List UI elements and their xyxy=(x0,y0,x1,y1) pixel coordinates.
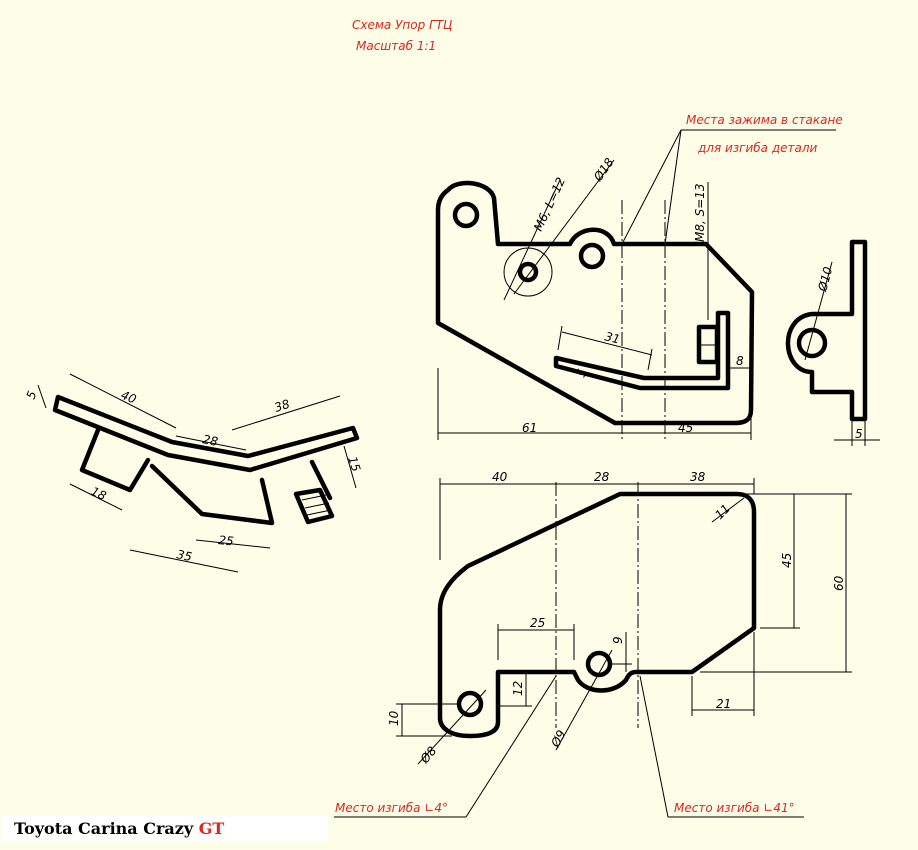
drawing-scale: Масштаб 1:1 xyxy=(356,39,436,53)
bend-note-right: Место изгиба ∟41° xyxy=(674,801,795,815)
top-view-outline xyxy=(435,180,755,426)
dim-flat-21: 21 xyxy=(716,697,731,711)
dim-flat-28: 28 xyxy=(594,470,610,484)
label-flat-d8: Ø8 xyxy=(417,744,440,767)
dim-slot-5: 5 xyxy=(574,367,590,379)
dim-flat-12: 12 xyxy=(511,681,525,696)
dim-flat-9: 9 xyxy=(611,636,625,644)
top-view: 61 45 31 5 8 M6, L=12 Ø18 M8, S=13 xyxy=(435,155,755,440)
bent-view-lower xyxy=(149,463,275,526)
dim-bent-40: 40 xyxy=(119,388,139,407)
dim-bent-28: 28 xyxy=(201,432,219,449)
label-d10: Ø10 xyxy=(815,265,835,294)
dim-bent-38: 38 xyxy=(273,397,292,415)
brand-name: Toyota Carina Crazy xyxy=(14,819,199,838)
dim-slot-31: 31 xyxy=(603,329,621,346)
label-flat-d9: Ø9 xyxy=(548,728,569,751)
dim-flat-40: 40 xyxy=(492,470,508,484)
dim-bent-18: 18 xyxy=(89,484,109,503)
flat-hole-center xyxy=(585,650,613,678)
top-mount-hole xyxy=(452,201,480,229)
clamp-note-line2: для изгиба детали xyxy=(697,141,818,155)
bent-view-tab xyxy=(79,427,151,493)
bent-view: 40 28 38 5 15 18 35 25 xyxy=(24,373,363,573)
top-nut xyxy=(696,324,720,365)
dim-bent-15: 15 xyxy=(345,455,363,474)
side-view-outline xyxy=(785,239,868,422)
dim-bent-5: 5 xyxy=(24,389,40,401)
brand-banner: Toyota Carina Crazy GT xyxy=(2,816,328,842)
brand-accent: GT xyxy=(198,819,225,838)
label-m6: M6, L=12 xyxy=(531,175,568,233)
dim-flat-60: 60 xyxy=(832,575,846,591)
top-hole-outer xyxy=(503,247,553,297)
flat-view-outline xyxy=(437,491,757,739)
dim-top-45: 45 xyxy=(678,421,693,435)
bent-view-strip xyxy=(52,394,360,473)
label-d18: Ø18 xyxy=(590,155,616,184)
bent-view-bolt xyxy=(293,459,335,525)
dim-bent-25: 25 xyxy=(218,533,235,549)
drawing-title: Схема Упор ГТЦ xyxy=(352,18,452,32)
clamp-note-line1: Места зажима в стакане xyxy=(686,113,843,127)
label-m8: M8, S=13 xyxy=(693,183,707,242)
top-threaded-hole xyxy=(517,261,539,283)
dim-side-5: 5 xyxy=(855,427,863,441)
dim-top-8: 8 xyxy=(736,354,744,368)
dim-top-61: 61 xyxy=(522,421,537,435)
dim-flat-38: 38 xyxy=(690,470,706,484)
top-slot xyxy=(553,310,731,391)
flat-hole-left xyxy=(456,690,484,718)
side-view: Ø10 5 xyxy=(785,239,880,446)
flat-view: 40 28 38 11 45 60 25 9 12 10 Ø8 Ø9 xyxy=(387,470,852,767)
dim-flat-45: 45 xyxy=(780,553,794,568)
dim-bent-35: 35 xyxy=(175,547,193,564)
side-hole xyxy=(796,327,828,359)
top-small-hole xyxy=(578,242,606,270)
bend-note-left: Место изгиба ∟4° xyxy=(335,801,448,815)
dim-flat-10: 10 xyxy=(387,710,401,726)
dim-flat-25: 25 xyxy=(530,616,545,630)
